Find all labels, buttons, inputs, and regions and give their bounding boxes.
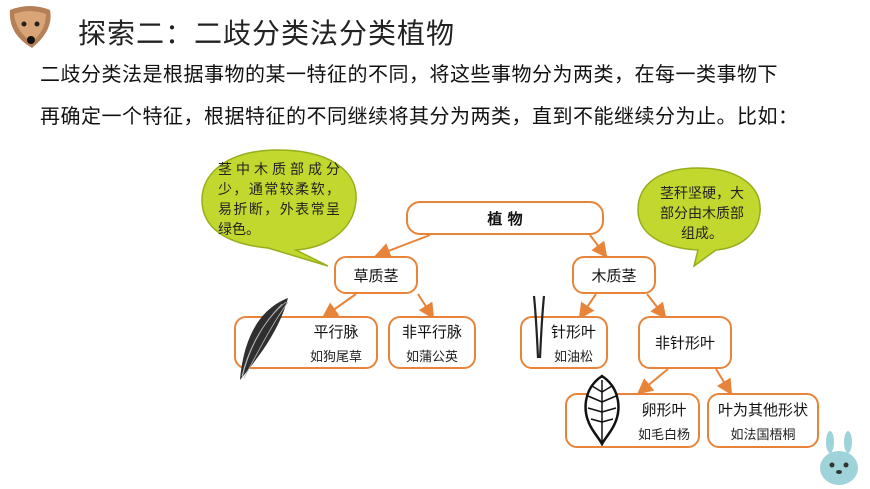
wood-stem-box: 木质茎 bbox=[572, 256, 656, 294]
needle-leaf-box: 针形叶 如油松 bbox=[520, 316, 608, 369]
other-shape-leaf-box: 叶为其他形状 如法国梧桐 bbox=[707, 393, 819, 448]
herb-stem-box: 草质茎 bbox=[334, 256, 418, 294]
intro-line-2: 再确定一个特征，根据特征的不同继续将其分为两类，直到不能继续分为止。比如： bbox=[40, 104, 799, 128]
plant-root-label: 植 物 bbox=[487, 209, 523, 228]
herb-note-bubble bbox=[201, 149, 357, 267]
page-title: 探索二：二歧分类法分类植物 bbox=[78, 17, 456, 50]
ovate-leaf-label: 卵形叶 bbox=[641, 400, 687, 419]
rabbit-mascot-icon bbox=[820, 431, 858, 485]
non-parallel-vein-box: 非平行脉 如蒲公英 bbox=[388, 316, 476, 369]
wood-stem-label: 木质茎 bbox=[591, 266, 637, 285]
grass-leaf-icon bbox=[240, 298, 289, 380]
plant-root-box: 植 物 bbox=[406, 201, 604, 235]
wood-note-text: 茎秆坚硬，大部分由木质部组成。 bbox=[660, 186, 744, 242]
parallel-vein-example: 如狗尾草 bbox=[309, 349, 362, 365]
parallel-vein-label: 平行脉 bbox=[313, 322, 359, 341]
other-shape-leaf-label: 叶为其他形状 bbox=[717, 400, 808, 419]
intro-line-1: 二歧分类法是根据事物的某一特征的不同，将这些事物分为两类，在每一类事物下 bbox=[40, 62, 778, 86]
non-parallel-vein-label: 非平行脉 bbox=[401, 322, 462, 341]
needle-leaf-label: 针形叶 bbox=[550, 322, 596, 341]
non-needle-leaf-box: 非针形叶 bbox=[638, 316, 732, 369]
herb-stem-label: 草质茎 bbox=[353, 266, 399, 285]
herb-note-text: 茎中木质部成分少，通常较柔软，易折断，外表常呈绿色。 bbox=[218, 162, 340, 238]
ovate-leaf-example: 如毛白杨 bbox=[637, 427, 690, 443]
needle-leaf-example: 如油松 bbox=[553, 349, 593, 365]
poplar-leaf-icon bbox=[584, 374, 620, 446]
fox-mascot-icon bbox=[9, 6, 51, 48]
other-shape-leaf-example: 如法国梧桐 bbox=[730, 427, 796, 443]
pine-needle-icon bbox=[532, 295, 546, 359]
non-parallel-vein-example: 如蒲公英 bbox=[405, 349, 458, 365]
wood-note-bubble bbox=[637, 167, 761, 268]
non-needle-leaf-label: 非针形叶 bbox=[654, 334, 715, 352]
